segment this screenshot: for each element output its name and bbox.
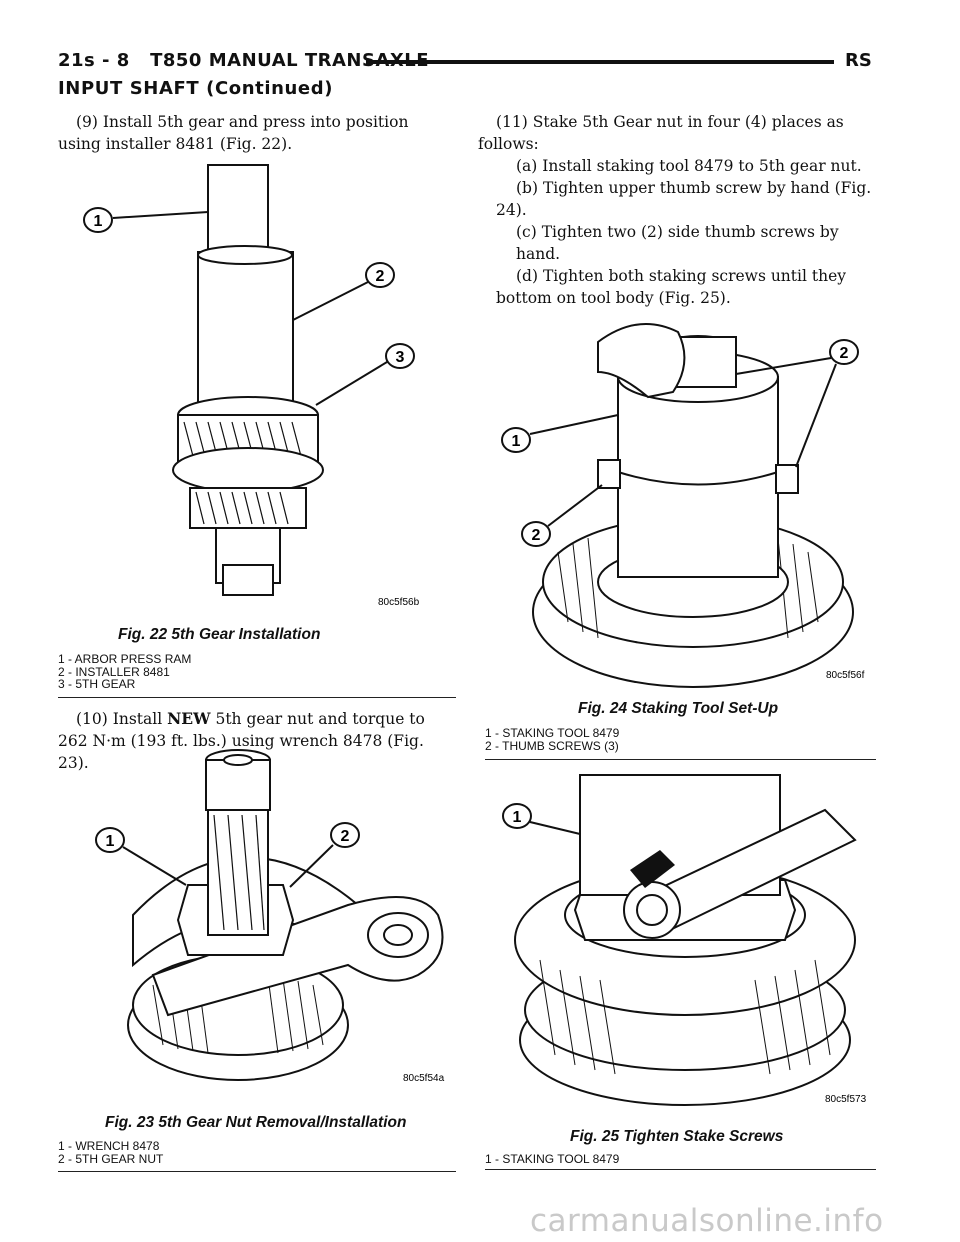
step-11c: (c) Tighten two (2) side thumb screws by… — [516, 223, 839, 263]
fig22-rule — [58, 697, 456, 698]
step-9: (9) Install 5th gear and press into posi… — [58, 113, 409, 153]
fig25-image-code: 80c5f573 — [825, 1094, 867, 1105]
fig23-legend-item: 2 - 5TH GEAR NUT — [58, 1151, 164, 1166]
fig23-rule — [58, 1171, 456, 1172]
fig23-legend: 1 - WRENCH 8478 2 - 5TH GEAR NUT — [58, 1140, 163, 1165]
fig24-illustration: 1 2 2 80c5f56f — [501, 323, 865, 688]
step-11-block: (11) Stake 5th Gear nut in four (4) plac… — [478, 111, 876, 309]
step-10-prefix: (10) Install — [76, 710, 163, 728]
svg-text:1: 1 — [94, 213, 103, 230]
fig22-legend-item: 1 - ARBOR PRESS RAM — [58, 652, 192, 666]
step-10: (10) Install NEW 5th gear nut and torque… — [58, 708, 456, 774]
fig24-rule — [485, 759, 876, 760]
fig22-legend-item: 3 - 5TH GEAR — [58, 677, 136, 691]
fig22-callout-2: 2 — [292, 262, 395, 321]
fig24-legend-item: 2 - THUMB SCREWS (3) — [485, 738, 619, 753]
fig22-legend-item: 2 - INSTALLER 8481 — [58, 664, 170, 679]
watermark: carmanualsonline.info — [530, 1203, 884, 1239]
fig22-caption: Fig. 22 5th Gear Installation — [118, 626, 321, 643]
svg-text:1: 1 — [512, 433, 521, 450]
page-section-code: 21s - 8 T850 MANUAL TRANSAXLE — [58, 50, 429, 71]
svg-text:2: 2 — [840, 345, 849, 362]
fig24-legend-item: 1 - STAKING TOOL 8479 — [485, 726, 620, 740]
fig22-callout-3: 3 — [315, 343, 415, 406]
svg-text:1: 1 — [106, 833, 115, 850]
fig24-caption: Fig. 24 Staking Tool Set-Up — [578, 700, 779, 717]
model-code: RS — [845, 50, 872, 71]
fig23-callout-2: 2 — [289, 822, 360, 888]
step-10-suffix: 5th gear nut and torque to 262 N·m (193 … — [58, 710, 425, 772]
svg-text:3: 3 — [396, 349, 405, 366]
section-title: INPUT SHAFT (Continued) — [58, 78, 334, 99]
fig25-legend-item: 1 - STAKING TOOL 8479 — [485, 1152, 620, 1166]
header-rule — [366, 60, 834, 64]
fig24-legend: 1 - STAKING TOOL 8479 2 - THUMB SCREWS (… — [485, 727, 619, 752]
step-11d: (d) Tighten both staking screws until th… — [496, 267, 846, 307]
fig22-illustration: 1 2 3 80c5f56b — [83, 164, 420, 608]
fig22-callout-1: 1 — [83, 207, 209, 233]
fig25-callout-1: 1 — [502, 803, 581, 835]
fig23-legend-item: 1 - WRENCH 8478 — [58, 1139, 160, 1153]
fig22-image-code: 80c5f56b — [378, 597, 420, 608]
svg-text:1: 1 — [513, 809, 522, 826]
fig23-callout-1: 1 — [95, 827, 187, 886]
fig25-illustration: 1 80c5f573 — [502, 774, 867, 1106]
fig24-callout-2a: 2 — [521, 484, 603, 547]
fig24-image-code: 80c5f56f — [826, 670, 865, 681]
svg-text:2: 2 — [376, 268, 385, 285]
section-code: 21s - 8 — [58, 50, 130, 71]
fig23-image-code: 80c5f54a — [403, 1073, 445, 1084]
fig24-callout-1: 1 — [501, 414, 619, 453]
fig25-rule — [485, 1169, 876, 1170]
step-11a: (a) Install staking tool 8479 to 5th gea… — [516, 157, 862, 175]
fig25-legend: 1 - STAKING TOOL 8479 — [485, 1153, 619, 1166]
step-11: (11) Stake 5th Gear nut in four (4) plac… — [478, 113, 844, 153]
fig23-illustration: 1 2 80c5f54a — [95, 749, 445, 1084]
step-11b: (b) Tighten upper thumb screw by hand (F… — [496, 179, 872, 219]
step-10-new: NEW — [167, 709, 211, 728]
fig25-caption: Fig. 25 Tighten Stake Screws — [570, 1128, 784, 1145]
svg-text:2: 2 — [341, 828, 350, 845]
svg-text:2: 2 — [532, 527, 541, 544]
fig23-caption: Fig. 23 5th Gear Nut Removal/Installatio… — [105, 1114, 407, 1131]
manual-title: T850 MANUAL TRANSAXLE — [150, 50, 430, 71]
fig24-callout-2b: 2 — [735, 339, 859, 468]
fig22-legend: 1 - ARBOR PRESS RAM 2 - INSTALLER 8481 3… — [58, 653, 191, 691]
